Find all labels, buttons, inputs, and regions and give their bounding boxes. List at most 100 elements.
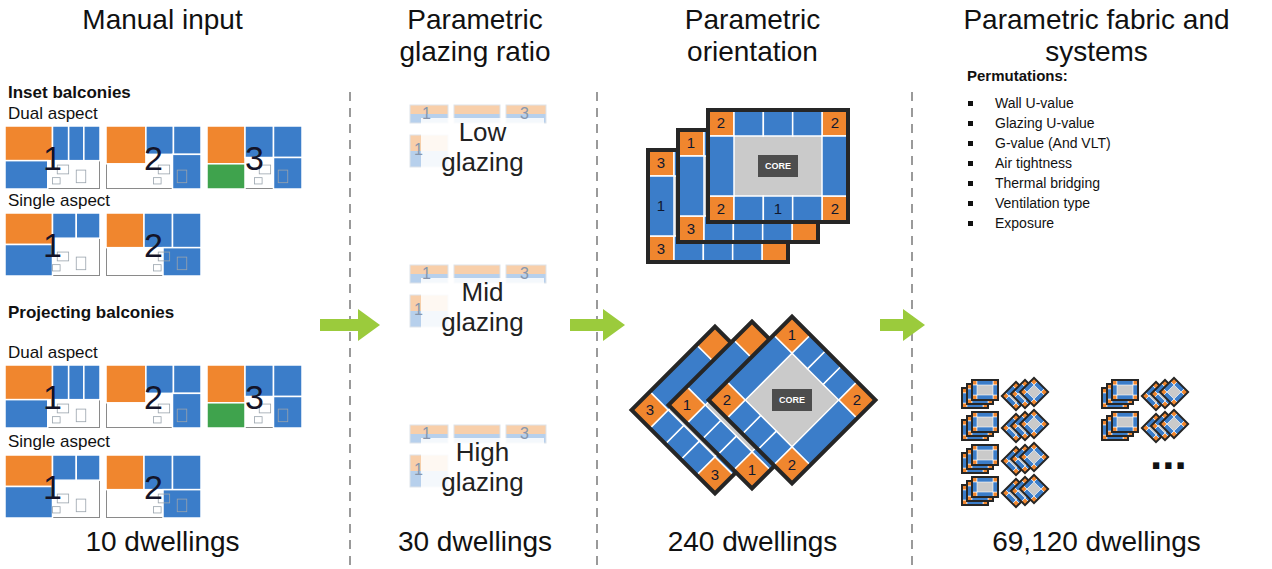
floor-plan-tile: 2 — [106, 365, 201, 428]
glazing-label: High glazing — [421, 438, 544, 498]
room-fill — [173, 154, 202, 189]
plate-outline — [972, 380, 998, 400]
unit-number: 3 — [711, 467, 719, 484]
room-fill — [84, 365, 100, 400]
unit-number: 3 — [657, 241, 665, 258]
fixture-outline — [278, 409, 288, 422]
ellipsis: ... — [1150, 430, 1187, 478]
plan-number: 1 — [422, 105, 431, 123]
dwelling-count: 69,120 dwellings — [925, 526, 1268, 558]
mini-floor-plate — [1020, 475, 1048, 503]
column-heading: Manual input — [5, 4, 320, 36]
fixture-outline — [177, 409, 187, 422]
plate-ground — [1020, 443, 1048, 471]
glazing-option: High glazing — [421, 435, 544, 501]
dwelling-unit — [708, 136, 734, 196]
dwelling-count: 30 dwellings — [380, 526, 570, 558]
plate-ground — [709, 317, 876, 484]
mini-floor-plate — [972, 477, 998, 497]
faded-plan-top — [454, 265, 500, 274]
plan-ground — [107, 214, 201, 276]
plan-number: 1 — [414, 461, 423, 479]
dwelling-unit — [793, 196, 822, 222]
plan-ground — [208, 366, 302, 428]
plate-centre — [1117, 417, 1133, 427]
plate-centre — [977, 482, 993, 492]
unit-number: 1 — [657, 198, 665, 215]
unit-number: 1 — [687, 135, 695, 152]
room-fill — [106, 213, 144, 248]
fixture-outline — [53, 417, 61, 423]
floor-plan-tile: 1 — [5, 213, 100, 276]
fixture-outline — [53, 265, 61, 271]
mini-floor-plate — [1020, 410, 1048, 438]
dwelling-unit — [763, 196, 792, 222]
tile-number: 1 — [43, 470, 62, 504]
plan-ground — [107, 366, 201, 428]
bullet-marker — [968, 201, 973, 206]
room-fill — [69, 126, 84, 161]
plate-ground — [708, 110, 848, 222]
unit-number: 2 — [717, 115, 725, 132]
room-fill — [274, 126, 303, 158]
aspect-label: Dual aspect — [8, 344, 98, 363]
room-fill — [173, 126, 201, 154]
plate-ground — [972, 477, 998, 497]
plate-outline — [709, 317, 876, 484]
room-fill — [173, 213, 202, 248]
mini-floor-plate — [1160, 378, 1188, 406]
stage-column: Parametric orientation240 dwellingsCOREC… — [625, 0, 880, 569]
mini-floor-plate — [1020, 378, 1048, 406]
plan-ground — [6, 214, 100, 276]
permutation-item: Ventilation type — [995, 196, 1090, 211]
plate-ground — [972, 412, 998, 432]
floor-plan-tile: 3 — [207, 365, 302, 428]
dwelling-unit — [678, 216, 704, 242]
unit-number: 3 — [657, 155, 665, 172]
aspect-label: Single aspect — [8, 433, 110, 452]
stage-column: Parametric glazing ratio30 dwellingsLow … — [380, 0, 570, 569]
flow-arrow — [880, 309, 925, 341]
glazing-plans — [410, 105, 546, 487]
dwelling-count: 10 dwellings — [5, 526, 320, 558]
aspect-label: Dual aspect — [8, 105, 98, 124]
floor-plan-tile: 2 — [106, 213, 201, 276]
glazing-option: Mid glazing — [421, 275, 544, 341]
unit-number: 2 — [831, 115, 839, 132]
fixture-outline — [177, 257, 187, 270]
dwelling-count: 240 dwellings — [625, 526, 880, 558]
mini-floor-plate — [1112, 412, 1138, 432]
room-fill — [106, 455, 144, 490]
fixture-outline — [177, 170, 187, 183]
fixture-outline — [53, 507, 61, 513]
unit-number: 1 — [683, 397, 691, 414]
plate-outline — [1020, 475, 1048, 503]
plan-number: 3 — [520, 425, 529, 443]
dwelling-unit — [678, 130, 704, 156]
tile-number: 2 — [144, 470, 163, 504]
dwelling-unit — [648, 176, 674, 236]
mini-floor-plate — [972, 380, 998, 400]
bullet-marker — [968, 121, 973, 126]
room-fill — [274, 397, 303, 429]
room-fill — [173, 455, 202, 490]
bullet-marker — [968, 181, 973, 186]
permutation-item: Wall U-value — [995, 96, 1074, 111]
room-fill — [207, 403, 245, 428]
plan-ground — [107, 127, 201, 189]
dwelling-unit — [734, 110, 763, 136]
dwelling-unit — [648, 236, 674, 262]
fixture-outline — [177, 499, 187, 512]
unit-number: 2 — [853, 392, 861, 409]
plate-ground — [1020, 410, 1048, 438]
permutation-item: Exposure — [995, 216, 1054, 231]
plate-outline — [972, 412, 998, 432]
plan-number: 3 — [520, 105, 529, 123]
tile-number: 1 — [43, 228, 62, 262]
aspect-label: Single aspect — [8, 192, 110, 211]
stage-column: Parametric fabric and systems69,120 dwel… — [925, 0, 1268, 569]
fixture-outline — [154, 507, 162, 513]
plate-outline — [1020, 410, 1048, 438]
dwelling-unit — [648, 150, 674, 176]
plate-outline — [972, 477, 998, 497]
